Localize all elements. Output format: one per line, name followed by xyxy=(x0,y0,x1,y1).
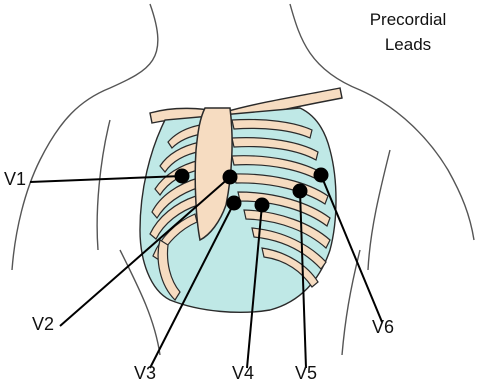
lead-label-v3: V3 xyxy=(134,363,156,384)
rib-cage xyxy=(140,108,336,312)
electrode-v2 xyxy=(223,170,238,185)
lead-label-v6: V6 xyxy=(372,317,394,338)
electrode-v3 xyxy=(227,196,242,211)
electrode-v1 xyxy=(175,169,190,184)
lead-label-v4: V4 xyxy=(232,363,254,384)
electrode-v5 xyxy=(293,184,308,199)
diagram-title-line-1: Precordial xyxy=(328,10,478,30)
electrode-v6 xyxy=(314,168,329,183)
lead-label-v1: V1 xyxy=(4,169,26,190)
diagram-title-line-2: Leads xyxy=(328,35,478,55)
lead-label-v5: V5 xyxy=(295,363,317,384)
electrode-v4 xyxy=(255,198,270,213)
lead-label-v2: V2 xyxy=(32,314,54,335)
